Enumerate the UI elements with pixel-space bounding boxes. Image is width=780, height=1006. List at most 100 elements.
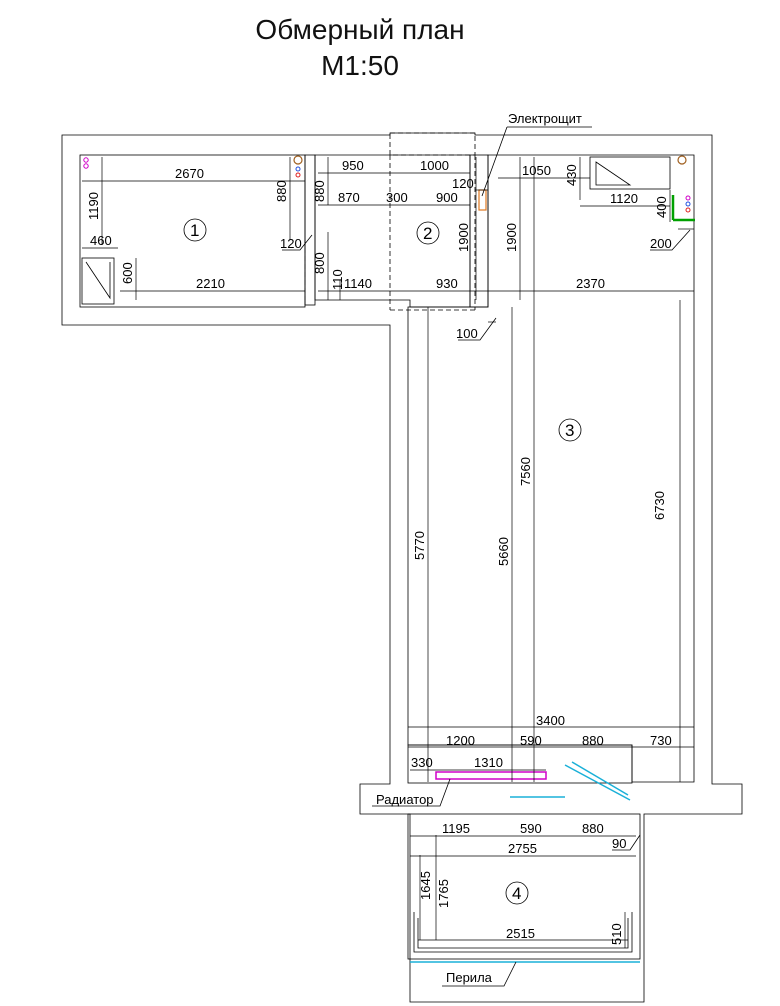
label-railing: Перила xyxy=(446,970,493,985)
dim-800: 800 xyxy=(312,252,327,274)
dim-1900-a: 1900 xyxy=(456,223,471,252)
dimension-lines xyxy=(82,157,694,948)
dim-2670: 2670 xyxy=(175,166,204,181)
opening-room2-dashed xyxy=(389,155,476,311)
partition-2-3 xyxy=(469,154,489,308)
dim-7560: 7560 xyxy=(518,457,533,486)
leader-lines xyxy=(282,126,691,987)
walls xyxy=(61,132,743,1003)
dim-2210: 2210 xyxy=(196,276,225,291)
dim-2755: 2755 xyxy=(508,841,537,856)
partition-1-2 xyxy=(304,154,316,306)
dim-880-c: 880 xyxy=(582,733,604,748)
room-4-contour xyxy=(407,813,641,960)
dim-3400: 3400 xyxy=(536,713,565,728)
dimension-texts: 2670 1190 880 880 460 600 2210 120 800 1… xyxy=(86,158,672,945)
dim-1200: 1200 xyxy=(446,733,475,748)
radiator xyxy=(435,771,547,780)
balcony-door-wall xyxy=(407,744,633,784)
room-numbers: 1 2 3 4 xyxy=(183,218,582,905)
dim-330: 330 xyxy=(411,755,433,770)
dim-730: 730 xyxy=(650,733,672,748)
plan-scale: М1:50 xyxy=(321,50,399,81)
dim-1140: 1140 xyxy=(344,276,372,291)
colored-elements xyxy=(83,155,695,963)
dim-1195: 1195 xyxy=(442,821,470,836)
plan-title: Обмерный план xyxy=(255,14,465,45)
pipe-red-icon-room3 xyxy=(685,207,691,213)
dim-510: 510 xyxy=(609,923,624,945)
dim-1310: 1310 xyxy=(474,755,503,770)
leader-120 xyxy=(282,234,313,251)
dim-870: 870 xyxy=(338,190,360,205)
radiator-leader xyxy=(372,778,451,807)
dim-1900-b: 1900 xyxy=(504,223,519,252)
cabinet-room1 xyxy=(81,257,115,305)
dim-1120: 1120 xyxy=(610,191,638,206)
cabinet-room3 xyxy=(589,156,671,190)
dim-950: 950 xyxy=(342,158,364,173)
dim-2370: 2370 xyxy=(576,276,605,291)
dashed-openings xyxy=(304,132,476,311)
dim-120-a: 120 xyxy=(280,236,302,251)
panel-leader xyxy=(481,126,592,197)
room-marker-4 xyxy=(505,881,529,905)
callout-labels: Электрощит Радиатор Перила xyxy=(376,111,582,985)
doorway-dashed xyxy=(389,132,476,156)
dim-600: 600 xyxy=(120,262,135,284)
dim-1190: 1190 xyxy=(86,192,101,220)
dim-880-b: 880 xyxy=(312,180,327,202)
dim-120-b: 120 xyxy=(452,176,474,191)
dim-1765: 1765 xyxy=(436,879,451,908)
window-door-room3 xyxy=(510,761,631,801)
dim-1000: 1000 xyxy=(420,158,449,173)
cabinet-room3-shade xyxy=(595,161,632,186)
dim-400: 400 xyxy=(654,196,669,218)
pipe-icon-room1-b xyxy=(83,163,89,169)
dim-5770: 5770 xyxy=(412,531,427,560)
dim-5660: 5660 xyxy=(496,537,511,566)
dim-2515: 2515 xyxy=(506,926,535,941)
dim-100: 100 xyxy=(456,326,478,341)
dim-590-a: 590 xyxy=(520,733,542,748)
dim-300: 300 xyxy=(386,190,408,205)
pipe-brown-icon-room3 xyxy=(677,155,687,165)
pipe-blue-icon-room1 xyxy=(295,166,301,172)
fixtures xyxy=(81,156,671,953)
pipe-magenta-icon-a xyxy=(685,195,691,201)
electrical-panel xyxy=(478,189,487,211)
room-number-2: 2 xyxy=(423,224,432,243)
dim-1050: 1050 xyxy=(522,163,551,178)
label-electrical-panel: Электрощит xyxy=(508,111,582,126)
railing-frame xyxy=(413,912,633,953)
dim-1645: 1645 xyxy=(418,871,433,900)
dim-880-a: 880 xyxy=(274,180,289,202)
room-marker-1 xyxy=(183,218,207,242)
dim-200: 200 xyxy=(650,236,672,251)
room-marker-3 xyxy=(558,418,582,442)
pipe-blue-icon-room3 xyxy=(685,201,691,207)
dim-90: 90 xyxy=(612,836,626,851)
railing-frame-inner xyxy=(417,918,629,949)
pipe-brown-icon-room1 xyxy=(293,155,303,165)
room-number-1: 1 xyxy=(190,221,199,240)
pipe-red-icon-room1 xyxy=(295,172,301,178)
leader-100 xyxy=(458,317,497,341)
railing-leader xyxy=(442,961,517,987)
dim-930: 930 xyxy=(436,276,458,291)
room-number-3: 3 xyxy=(565,421,574,440)
room-marker-2 xyxy=(416,221,440,245)
dim-430: 430 xyxy=(564,164,579,186)
cabinet-room1-shade xyxy=(85,261,111,300)
pipe-icon-room1-a xyxy=(83,157,89,163)
leader-200 xyxy=(650,229,691,251)
room-number-4: 4 xyxy=(512,884,521,903)
leader-90 xyxy=(612,834,641,851)
dim-900: 900 xyxy=(436,190,458,205)
label-radiator: Радиатор xyxy=(376,792,434,807)
dim-590-b: 590 xyxy=(520,821,542,836)
dim-110: 110 xyxy=(330,269,345,290)
dim-6730: 6730 xyxy=(652,491,667,520)
